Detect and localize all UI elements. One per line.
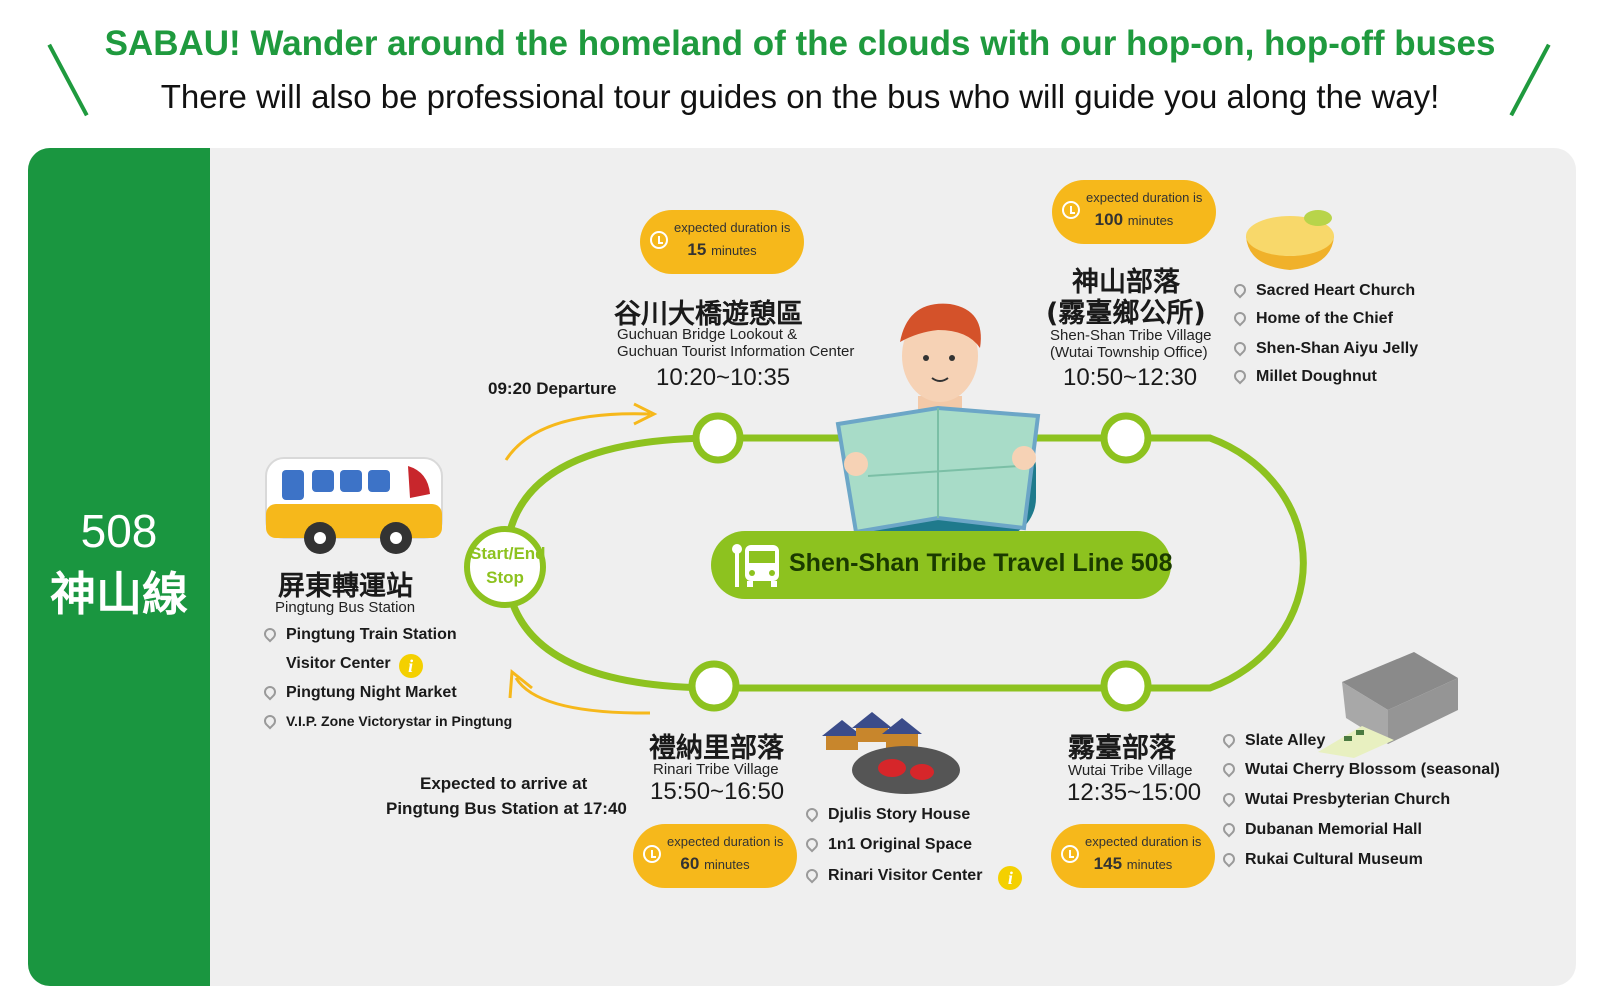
poi-pingtung-train-station: Pingtung Train Station <box>261 625 457 644</box>
poi-wutai-cherry-blossom: Wutai Cherry Blossom (seasonal) <box>1220 760 1500 779</box>
poi-djulis-story-house: Djulis Story House <box>803 805 970 824</box>
clock-icon <box>1061 845 1079 863</box>
start-name-en: Pingtung Bus Station <box>275 599 416 616</box>
stop-marker-rinari <box>688 660 740 712</box>
header-title: SABAU! Wander around the homeland of the… <box>104 24 1496 63</box>
arrival-note-line2: Pingtung Bus Station at 17:40 <box>386 799 627 818</box>
route-number: 508 <box>80 505 158 557</box>
stop-shenshan-time: 10:50~12:30 <box>1063 364 1198 391</box>
location-pin-icon <box>1231 281 1249 299</box>
line-label-pill: Shen-Shan Tribe Travel Line 508 <box>711 531 1173 599</box>
stop-shenshan-name-en-1: Shen-Shan Tribe Village <box>1050 327 1212 344</box>
header-subtitle: There will also be professional tour gui… <box>160 78 1440 115</box>
visitor-info-icon: i <box>998 866 1023 890</box>
line-label: Shen-Shan Tribe Travel Line 508 <box>789 549 1173 577</box>
bus-stop-icon <box>732 544 779 587</box>
clock-icon <box>643 845 661 863</box>
slate-house-illustration <box>1318 652 1458 758</box>
stop-guchuan-name-en-2: Guchuan Tourist Information Center <box>617 343 855 360</box>
route-name: 神山線 <box>50 567 188 621</box>
arrival-note-line1: Expected to arrive at <box>420 774 588 793</box>
stop-rinari-name-zh: 禮納里部落 <box>649 733 784 764</box>
poi-rukai-cultural-museum: Rukai Cultural Museum <box>1220 850 1423 869</box>
location-pin-icon <box>261 712 279 730</box>
clock-icon <box>650 231 668 249</box>
stop-guchuan-name-en-1: Guchuan Bridge Lookout & <box>617 326 798 343</box>
poi-pingtung-night-market: Pingtung Night Market <box>261 683 457 702</box>
location-pin-icon <box>803 866 821 884</box>
poi-slate-alley: Slate Alley <box>1220 731 1325 750</box>
stop-marker-shenshan <box>1100 412 1152 464</box>
location-pin-icon <box>1220 731 1238 749</box>
poi-home-of-the-chief: Home of the Chief <box>1231 309 1393 328</box>
start-end-stop-marker: Start/End Stop <box>464 526 546 608</box>
departure-note: 09:20 Departure <box>488 379 617 398</box>
stop-guchuan-name-zh: 谷川大橋遊憩區 <box>614 299 803 330</box>
stop-rinari-name-en: Rinari Tribe Village <box>653 761 779 778</box>
location-pin-icon <box>1220 850 1238 868</box>
poi-vip-zone: V.I.P. Zone Victorystar in Pingtung <box>261 712 512 730</box>
duration-badge-wutai: expected duration is 145 minutes <box>1051 824 1215 888</box>
clock-icon <box>1062 201 1080 219</box>
stop-shenshan-name-zh-1: 神山部落 <box>1072 267 1180 298</box>
poi-dubanan-memorial-hall: Dubanan Memorial Hall <box>1220 820 1422 839</box>
poi-millet-doughnut: Millet Doughnut <box>1231 367 1377 386</box>
visitor-info-icon: i <box>398 654 423 678</box>
poi-1n1-original-space: 1n1 Original Space <box>803 835 972 854</box>
duration-badge-guchuan: expected duration is 15 minutes <box>640 210 804 274</box>
location-pin-icon <box>1231 309 1249 327</box>
duration-badge-rinari: expected duration is 60 minutes <box>633 824 797 888</box>
start-circle-line1: Start/End <box>470 544 546 563</box>
village-illustration <box>822 712 960 794</box>
stop-marker-guchuan <box>692 412 744 464</box>
location-pin-icon <box>261 683 279 701</box>
stop-shenshan-name-en-2: (Wutai Township Office) <box>1050 344 1208 361</box>
jelly-illustration <box>1246 210 1334 270</box>
route-sidebar: 508 神山線 <box>28 148 210 986</box>
location-pin-icon <box>803 835 821 853</box>
stop-shenshan-name-zh-2: (霧臺鄉公所) <box>1046 298 1206 329</box>
stop-guchuan-time: 10:20~10:35 <box>656 364 791 391</box>
route-loop <box>502 402 1307 715</box>
poi-shen-shan-aiyu-jelly: Shen-Shan Aiyu Jelly <box>1231 339 1418 358</box>
location-pin-icon <box>1220 820 1238 838</box>
stop-wutai-name-en: Wutai Tribe Village <box>1068 762 1193 779</box>
stop-wutai-name-zh: 霧臺部落 <box>1068 733 1176 764</box>
stop-rinari-time: 15:50~16:50 <box>650 778 785 805</box>
location-pin-icon <box>1220 760 1238 778</box>
location-pin-icon <box>1231 367 1249 385</box>
stop-marker-wutai <box>1100 660 1152 712</box>
traveler-illustration <box>835 303 1041 536</box>
poi-wutai-presbyterian-church: Wutai Presbyterian Church <box>1220 790 1450 809</box>
start-name-zh: 屏東轉運站 <box>278 571 413 602</box>
location-pin-icon <box>803 805 821 823</box>
duration-badge-shenshan: expected duration is 100 minutes <box>1052 180 1216 244</box>
location-pin-icon <box>1220 790 1238 808</box>
poi-sacred-heart-church: Sacred Heart Church <box>1231 281 1415 300</box>
stop-wutai-time: 12:35~15:00 <box>1067 779 1202 806</box>
location-pin-icon <box>1231 339 1249 357</box>
location-pin-icon <box>261 625 279 643</box>
bus-illustration <box>265 457 443 554</box>
start-circle-line2: Stop <box>486 568 524 587</box>
route-card: 508 神山線 <box>28 148 1576 986</box>
